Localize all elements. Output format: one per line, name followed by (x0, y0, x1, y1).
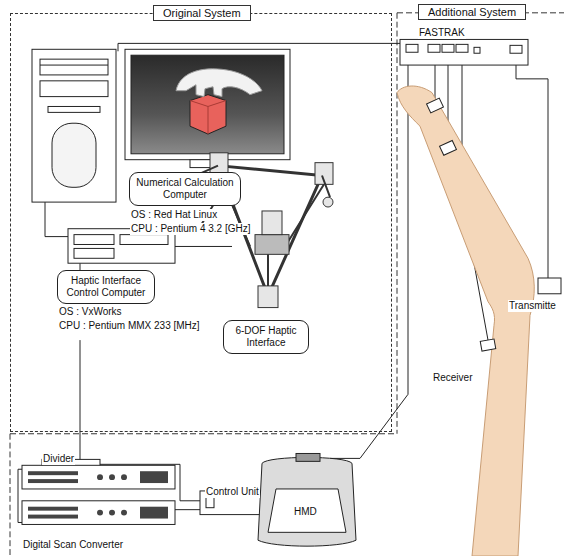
part-label: CPU : Pentium MMX 233 [MHz] (58, 320, 201, 332)
region-title: Original System (153, 5, 251, 21)
system-region: Additional System (397, 13, 564, 440)
part-label: Receiver (432, 372, 473, 384)
part-label: OS : Red Hat Linux (130, 209, 218, 221)
part-label: CPU : Pentium 4 3.2 [GHz] (130, 223, 252, 235)
part-label: Transmitte (508, 300, 557, 312)
box-text: 6-DOF Haptic Interface (224, 323, 308, 351)
box-text: Haptic Interface Control Computer (58, 273, 154, 301)
region-title: Additional System (418, 4, 526, 20)
part-label: FASTRAK (418, 27, 466, 39)
part-label: Control Unit (205, 486, 260, 498)
part-label: OS : VxWorks (58, 306, 123, 318)
part-label: Digital Scan Converter (22, 539, 124, 551)
label-box: Numerical Calculation Computer (129, 172, 241, 206)
label-box: 6-DOF Haptic Interface (223, 320, 309, 354)
part-label: Divider (42, 453, 75, 465)
box-text: Numerical Calculation Computer (130, 175, 240, 203)
part-label: HMD (293, 506, 318, 518)
label-box: Haptic Interface Control Computer (57, 270, 155, 304)
